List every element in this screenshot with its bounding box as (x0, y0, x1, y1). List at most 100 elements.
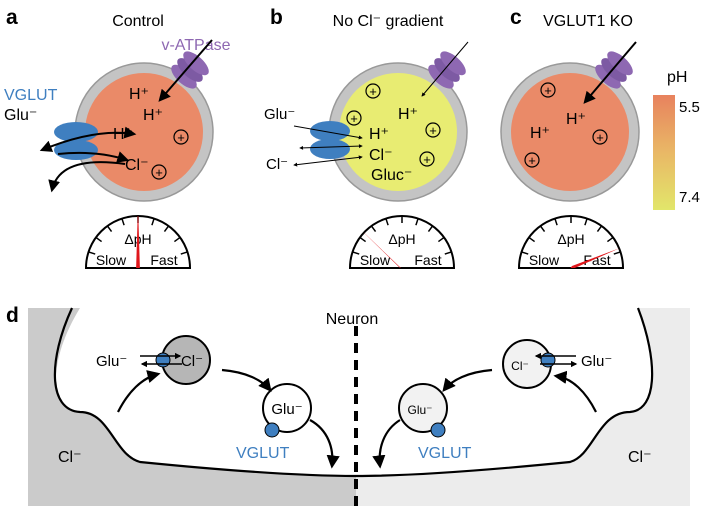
gauge-tick (415, 218, 419, 226)
gauge-tick (88, 251, 96, 255)
colorbar-title: pH (667, 69, 687, 86)
vatpase-pump-icon (171, 51, 209, 89)
svg-text:+: + (596, 130, 604, 145)
vglut-transporter-icon (264, 422, 280, 438)
gauge-needle (136, 216, 140, 268)
colorbar-bottom-label: 7.4 (679, 189, 700, 206)
gauge-needle (355, 224, 404, 268)
gauge-slow-label: Slow (96, 252, 127, 268)
gauge-tick (359, 236, 367, 243)
glu-label: Glu⁻ (581, 353, 612, 370)
proton-label: H⁺ (530, 125, 550, 142)
panel-b-title: No Cl⁻ gradient (333, 13, 444, 30)
positive-charge-icon: + (173, 129, 189, 145)
gauge-tick (528, 236, 536, 243)
chloride-label: Cl⁻ (266, 156, 288, 173)
svg-text:+: + (155, 165, 163, 180)
gauge-tick (121, 218, 125, 226)
positive-charge-icon: + (151, 164, 167, 180)
colorbar-gradient (653, 95, 675, 210)
colorbar-top-label: 5.5 (679, 99, 700, 116)
gluconate-label: Gluc⁻ (371, 167, 412, 184)
vglut-label: VGLUT (4, 87, 58, 104)
proton-label: H⁺ (113, 126, 133, 143)
vglut-transporter-icon (540, 352, 556, 368)
neuron-membrane (53, 307, 654, 478)
flux-arrow (299, 144, 363, 150)
recycling-arrow (553, 370, 597, 413)
glu-label: Glu⁻ (264, 106, 295, 123)
chloride-label: Cl⁻ (181, 353, 203, 370)
vatpase-label: v-ATPase (161, 37, 230, 54)
gauge-tick (106, 225, 113, 233)
proton-label: H⁺ (129, 86, 149, 103)
vesicle-right-glutamate (398, 383, 448, 433)
gauge-dph-label: ΔpH (388, 231, 415, 247)
vesicle-lumen-neutral (339, 73, 457, 191)
vesicle-left-glutamate (262, 383, 312, 433)
gauge-tick (437, 236, 445, 243)
gauge-tick (606, 236, 614, 243)
glu-label: Glu⁻ (407, 403, 432, 417)
gauge-tick (95, 236, 103, 243)
gauge-tick (385, 218, 389, 226)
chloride-efflux-arrow (48, 161, 126, 193)
flux-arrow (39, 126, 137, 152)
glu-label: Glu⁻ (96, 353, 127, 370)
gauge-tick (521, 251, 529, 255)
vglut-label-right: VGLUT (418, 445, 472, 462)
ph-gauge: ΔpH Slow Fast (348, 215, 456, 269)
release-arrow (372, 419, 401, 469)
panel-b: b No Cl⁻ gradient H⁺ H⁺ Cl⁻ Gluc⁻ + + + … (264, 6, 469, 269)
filling-arrow (442, 368, 493, 393)
chloride-label-right: Cl⁻ (628, 449, 652, 466)
panel-letter-a: a (6, 6, 18, 29)
positive-charge-icon: + (346, 110, 362, 126)
positive-charge-icon: + (540, 82, 556, 98)
gauge-fast-label: Fast (583, 252, 610, 268)
vglut-label-left: VGLUT (236, 445, 290, 462)
gauge-tick (151, 218, 155, 226)
chloride-label: Cl⁻ (125, 157, 149, 174)
gauge-tick (539, 225, 546, 233)
proton-label: H⁺ (369, 126, 389, 143)
panel-c: c VGLUT1 KO H⁺ H⁺ + + + ΔpH Slow Fast (500, 6, 640, 269)
gauge-tick (352, 251, 360, 255)
svg-text:+: + (350, 111, 358, 126)
svg-text:+: + (177, 130, 185, 145)
chloride-label: Cl⁻ (511, 359, 529, 373)
gauge-fast-label: Fast (414, 252, 441, 268)
panel-letter-d: d (6, 304, 19, 327)
ph-gauge: ΔpH Slow Fast (84, 215, 192, 269)
gauge-needle (568, 248, 620, 268)
gauge-tick (180, 251, 188, 255)
vglut-transporter-icon (430, 422, 446, 438)
positive-charge-icon: + (524, 152, 540, 168)
svg-text:+: + (544, 83, 552, 98)
gauge-tick (370, 225, 377, 233)
positive-charge-icon: + (592, 129, 608, 145)
vesicle-lumen-acidic (85, 73, 203, 191)
glu-label: Glu⁻ (271, 401, 302, 418)
panel-a-title: Control (112, 13, 164, 30)
gauge-tick (596, 225, 603, 233)
proton-label: H⁺ (143, 107, 163, 124)
gauge-slow-label: Slow (360, 252, 391, 268)
gauge-tick (584, 218, 588, 226)
glutamate-flux-arrow (293, 125, 363, 140)
proton-pump-arrow (583, 41, 637, 104)
positive-charge-icon: + (425, 122, 441, 138)
ph-colorbar: pH 5.5 7.4 (653, 69, 700, 210)
svg-text:+: + (429, 123, 437, 138)
vatpase-pump-icon (428, 51, 466, 89)
flux-arrow (57, 151, 130, 163)
panel-letter-b: b (270, 6, 283, 29)
vatpase-pump-icon (595, 51, 633, 89)
chloride-flux-arrow (293, 155, 363, 167)
release-arrow (309, 419, 340, 469)
gauge-tick (554, 218, 558, 226)
gauge-dph-label: ΔpH (557, 231, 584, 247)
chloride-label: Cl⁻ (369, 147, 393, 164)
panel-d: d Neuron Cl⁻ Cl⁻ Cl⁻ Glu⁻ Glu⁻ VGLUT Cl⁻… (6, 304, 690, 506)
